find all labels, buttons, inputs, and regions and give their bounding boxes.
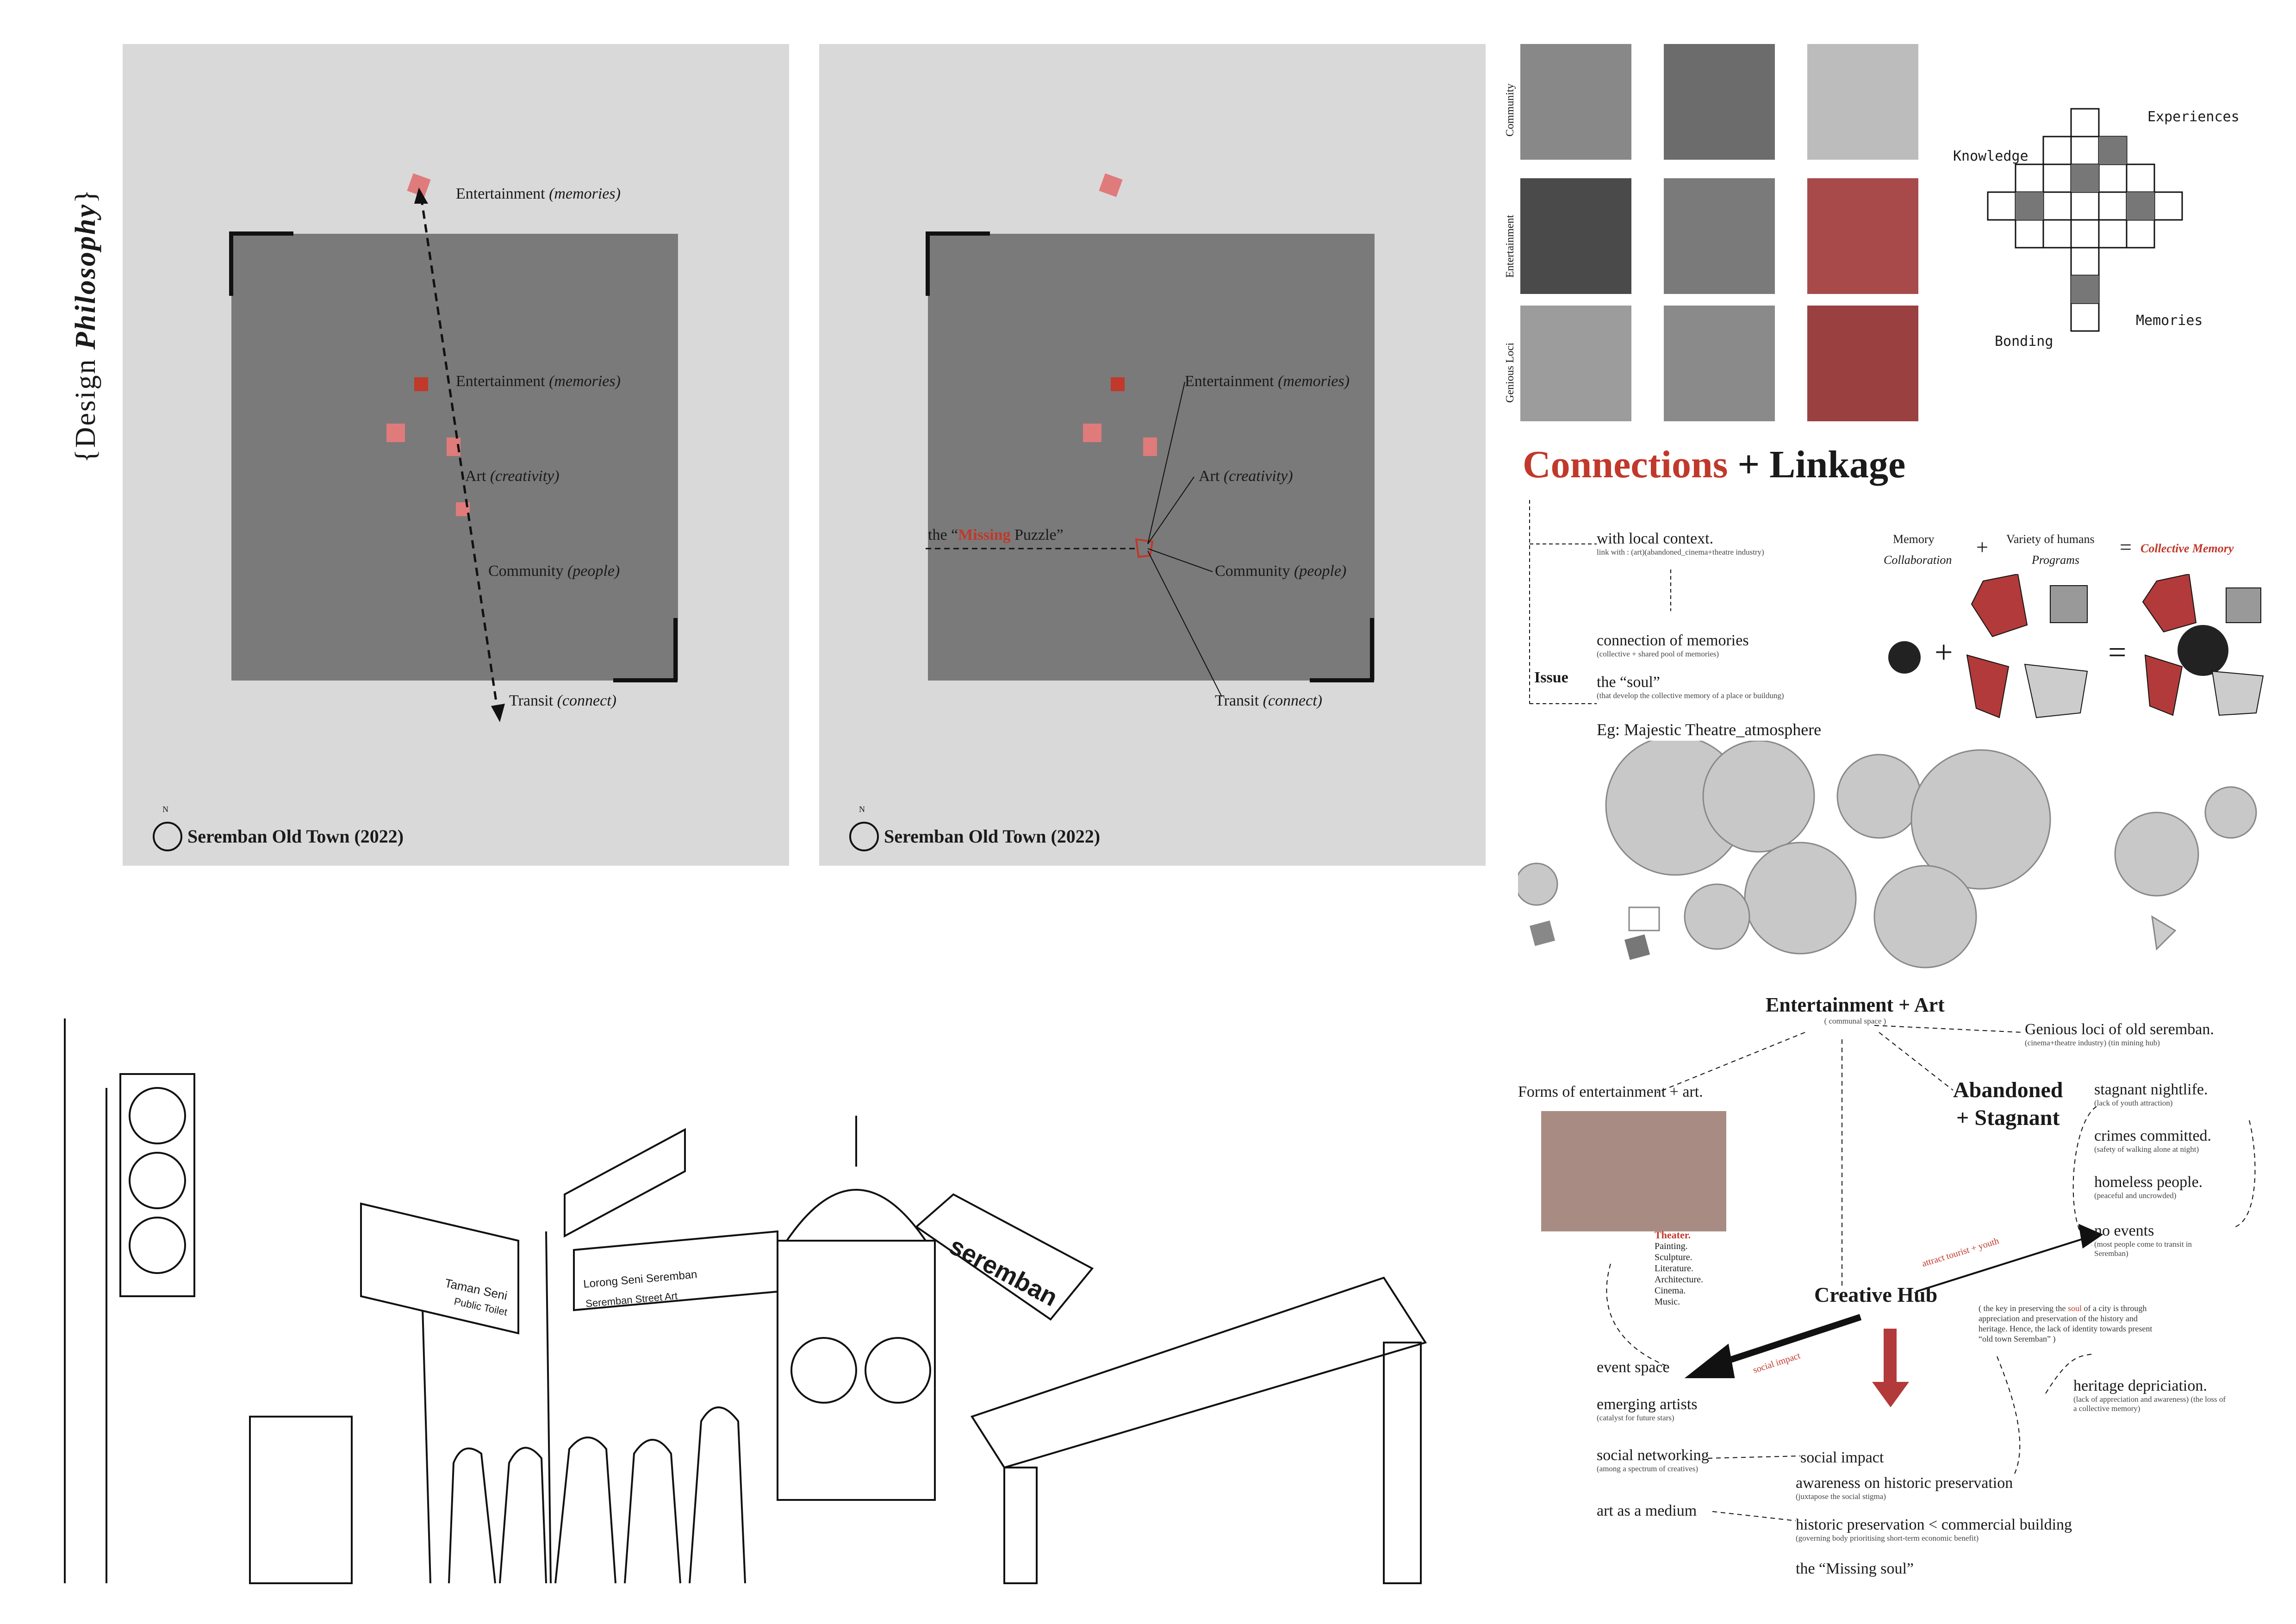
photo-community-1 bbox=[1520, 44, 1631, 160]
map-panel-2: the “Missing Puzzle” Entertainment (memo… bbox=[819, 44, 1486, 866]
creative-hub: Creative Hub bbox=[1814, 1283, 1938, 1306]
bracket-top-left bbox=[229, 231, 293, 296]
grid-label-experiences: Experiences bbox=[2147, 109, 2240, 125]
label-missing-puzzle: the “Missing Puzzle” bbox=[928, 526, 1064, 543]
missing-soul: the “Missing soul” bbox=[1796, 1560, 1914, 1577]
row-label-entertainment: Entertainment bbox=[1504, 215, 1516, 278]
benefit-item: emerging artists (catalyst for future st… bbox=[1597, 1396, 1698, 1422]
arts-list: Painting. Sculpture. Literature. Archite… bbox=[1655, 1241, 1703, 1307]
eq-equals-1: = bbox=[2120, 535, 2132, 559]
label-art: Art (creativity) bbox=[1199, 468, 1293, 485]
photo-entertainment-1 bbox=[1520, 178, 1631, 294]
mindmap-center: Entertainment + Art ( communal space ) bbox=[1766, 993, 1945, 1025]
eq-plus-1: + bbox=[1976, 535, 1988, 559]
social-impact: social impact bbox=[1800, 1449, 1884, 1466]
theater-collage-image bbox=[1541, 1111, 1726, 1231]
arts-item: Architecture. bbox=[1655, 1274, 1703, 1285]
map-caption: Seremban Old Town (2022) bbox=[884, 826, 1101, 847]
figure-ground-circles bbox=[1518, 741, 2257, 968]
photo-genious-loci-1 bbox=[1520, 306, 1631, 421]
connection-axis bbox=[414, 187, 505, 722]
awareness-preservation: awareness on historic preservation (juxt… bbox=[1796, 1474, 2013, 1501]
bracket-bottom-right bbox=[613, 618, 678, 682]
arts-item: Literature. bbox=[1655, 1263, 1693, 1274]
bracket-bottom-right bbox=[1310, 618, 1374, 682]
concept-connection-of-memories: connection of memories (collective + sha… bbox=[1597, 632, 1749, 658]
map-panel-1: Entertainment (memories) Entertainment (… bbox=[123, 44, 789, 866]
issue-item: homeless people. (peaceful and uncrowded… bbox=[2094, 1174, 2203, 1200]
marker-red bbox=[1083, 424, 1101, 442]
design-philosophy-title: {Design Philosophy} bbox=[70, 188, 101, 463]
photo-genious-loci-3 bbox=[1807, 306, 1918, 421]
benefit-item: event space bbox=[1597, 1359, 1670, 1376]
arts-item: Sculpture. bbox=[1655, 1252, 1692, 1262]
eq-plus-2: + bbox=[1935, 635, 1953, 670]
issue-item: no events (most people come to transit i… bbox=[2094, 1222, 2192, 1258]
eq-variety: Variety of humans bbox=[2006, 532, 2095, 546]
photo-community-2 bbox=[1664, 44, 1775, 160]
concept-soul: the “soul” (that develop the collective … bbox=[1597, 674, 1784, 700]
map-focus-area bbox=[231, 234, 678, 681]
arts-item: Painting. bbox=[1655, 1241, 1688, 1251]
heritage-depreciation: heritage depriciation. (lack of apprecia… bbox=[2073, 1377, 2226, 1413]
north-arrow-icon bbox=[849, 822, 879, 851]
mindmap-forms: Forms of entertainment + art. bbox=[1518, 1083, 1703, 1100]
concept-issue-label: Issue bbox=[1534, 669, 1568, 686]
soul-note: ( the key in preserving the soul of a ci… bbox=[1979, 1304, 2153, 1343]
row-label-genious-loci: Genious Loci bbox=[1504, 343, 1516, 403]
heading-connections-linkage: Connections + Linkage bbox=[1523, 443, 1906, 486]
label-entertainment-2: Entertainment (memories) bbox=[456, 373, 621, 390]
label-art: Art (creativity) bbox=[465, 468, 560, 485]
row-label-community: Community bbox=[1504, 83, 1516, 137]
eq-collective-memory: Collective Memory bbox=[2140, 542, 2234, 555]
concept-example: Eg: Majestic Theatre_atmosphere bbox=[1597, 720, 1822, 739]
benefit-item: social networking (among a spectrum of c… bbox=[1597, 1447, 1709, 1473]
grid-label-bonding: Bonding bbox=[1995, 333, 2053, 350]
mindmap-lines bbox=[1606, 1025, 2256, 1521]
mindmap-genius-loci: Genious loci of old seremban. (cinema+th… bbox=[2025, 1021, 2214, 1047]
photo-community-3 bbox=[1807, 44, 1918, 160]
marker-red bbox=[1111, 377, 1125, 391]
concept-local-context: with local context. link with : (art)(ab… bbox=[1597, 530, 1764, 556]
grid-sketch bbox=[1987, 108, 2183, 332]
map-focus-area bbox=[928, 234, 1375, 681]
marker-red bbox=[414, 377, 428, 391]
scribble-circle-icon bbox=[1888, 641, 1921, 674]
arts-item: Music. bbox=[1655, 1297, 1680, 1307]
eq-collaboration: Collaboration bbox=[1884, 553, 1952, 567]
label-transit: Transit (connect) bbox=[1215, 692, 1322, 709]
grid-label-memories: Memories bbox=[2136, 312, 2203, 329]
eq-programs: Programs bbox=[2032, 553, 2080, 567]
photo-genious-loci-2 bbox=[1664, 306, 1775, 421]
collective-memory-sketch bbox=[2142, 574, 2264, 716]
label-transit: Transit (connect) bbox=[509, 692, 616, 709]
label-community: Community (people) bbox=[488, 562, 620, 580]
concept-lines bbox=[1529, 500, 1671, 704]
bracket-top-left bbox=[926, 231, 990, 296]
puzzle-pieces-sketch bbox=[1966, 574, 2088, 718]
eq-memory: Memory bbox=[1893, 532, 1935, 546]
eq-equals-2: = bbox=[2108, 635, 2127, 670]
label-community: Community (people) bbox=[1215, 562, 1347, 580]
label-entertainment: Entertainment (memories) bbox=[1185, 373, 1350, 390]
north-arrow-icon bbox=[153, 822, 182, 851]
street-sketch bbox=[64, 1018, 1427, 1584]
north-label: N bbox=[162, 805, 168, 814]
benefit-item: art as a medium bbox=[1597, 1502, 1697, 1519]
issue-item: stagnant nightlife. (lack of youth attra… bbox=[2094, 1081, 2208, 1107]
north-label: N bbox=[859, 805, 865, 814]
marker-red bbox=[386, 424, 405, 442]
photo-entertainment-3 bbox=[1807, 178, 1918, 294]
marker-red bbox=[1143, 437, 1157, 456]
historic-vs-commercial: historic preservation < commercial build… bbox=[1796, 1516, 2072, 1543]
issue-item: crimes committed. (safety of walking alo… bbox=[2094, 1127, 2212, 1154]
mindmap-abandoned: Abandoned + Stagnant bbox=[1953, 1078, 2063, 1130]
theater-label: Theater. bbox=[1655, 1229, 1691, 1241]
grid-label-knowledge: Knowledge bbox=[1953, 148, 2028, 164]
connection-lines bbox=[926, 381, 1222, 697]
map-caption: Seremban Old Town (2022) bbox=[187, 826, 404, 847]
photo-entertainment-2 bbox=[1664, 178, 1775, 294]
arts-item: Cinema. bbox=[1655, 1286, 1686, 1296]
label-entertainment-1: Entertainment (memories) bbox=[456, 185, 621, 202]
